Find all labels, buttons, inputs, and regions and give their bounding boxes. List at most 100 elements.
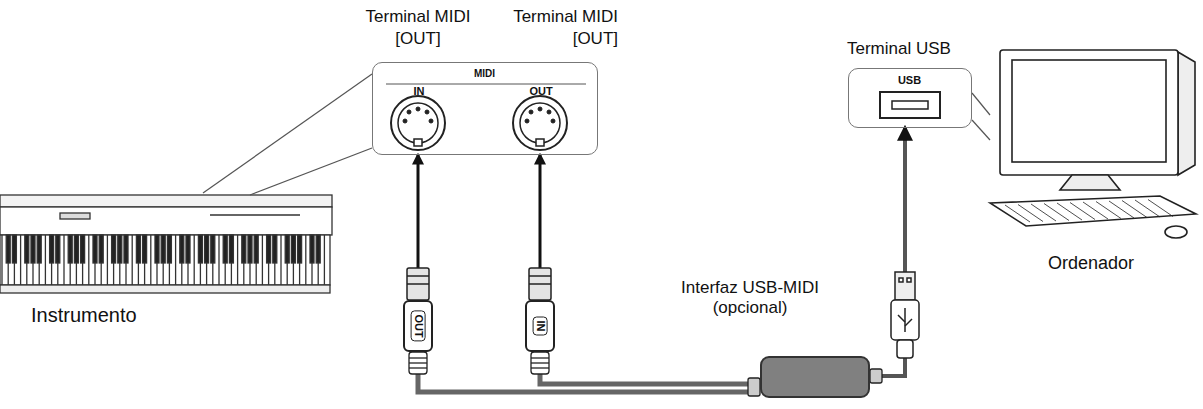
leader-line [972, 93, 990, 115]
black-key [161, 235, 165, 263]
keyboard-illustration [0, 195, 332, 293]
panel-title: MIDI [373, 68, 596, 80]
black-key [25, 235, 29, 263]
key-line [45, 235, 46, 285]
keyboard-key-line [1031, 204, 1056, 221]
keyboard-key-line [1070, 203, 1095, 220]
boot-rib [531, 357, 549, 358]
black-key [99, 235, 103, 263]
black-key [118, 235, 122, 263]
keyboard-key-line [1018, 205, 1043, 222]
key-line [262, 235, 263, 285]
black-key [81, 235, 85, 263]
leader-line [250, 148, 372, 195]
keyboard-key-line [1005, 205, 1030, 222]
key-line [88, 235, 89, 285]
instrument: Instrumento [3, 193, 333, 295]
black-key [180, 235, 184, 263]
boot-rib [409, 357, 427, 358]
keyboard-key-line [1122, 201, 1147, 218]
black-key [310, 235, 314, 263]
black-key [74, 235, 78, 263]
terminal-label: Terminal USB [847, 39, 1007, 59]
key-line [218, 235, 219, 285]
usb-port [880, 92, 940, 118]
key-line [280, 235, 281, 285]
key-line [194, 235, 195, 285]
keyboard-key-line [1083, 202, 1108, 219]
panel-rule [386, 84, 586, 85]
keyboard-key-line [1057, 203, 1082, 220]
leader-line [203, 74, 372, 193]
plug-boot [409, 352, 549, 374]
computer: Ordenador [990, 45, 1195, 235]
black-key [136, 235, 140, 263]
usb-midi-interface: Interfaz USB-MIDI (opcional) [760, 356, 870, 398]
black-key [167, 235, 171, 263]
key-line [63, 235, 64, 285]
plug-label: OUT [410, 310, 425, 341]
key-line [305, 235, 306, 285]
black-key [298, 235, 302, 263]
leader-line [972, 120, 990, 140]
key-line [150, 235, 151, 285]
black-key [267, 235, 271, 263]
port-label: USB [849, 74, 970, 87]
midi-plug-head [407, 268, 551, 300]
port-label: OUT [516, 85, 566, 98]
instrument-label: Instrumento [31, 303, 191, 327]
din-socket [391, 96, 445, 150]
computer-label: Ordenador [1048, 253, 1178, 275]
keyboard-key-line [1109, 201, 1134, 218]
din-socket [513, 96, 567, 150]
black-key [254, 235, 258, 263]
midi-plug: IN [525, 300, 555, 352]
key-line [107, 235, 108, 285]
black-key [93, 235, 97, 263]
black-key [223, 235, 227, 263]
usb-plug [891, 272, 919, 358]
black-key [12, 235, 16, 263]
key-line [175, 235, 176, 285]
black-key [273, 235, 277, 263]
midi-plug: OUT [403, 300, 433, 352]
port-label: IN [399, 85, 439, 98]
boot-rib [409, 362, 427, 363]
black-key [155, 235, 159, 263]
boot-rib [531, 367, 549, 368]
black-key [186, 235, 190, 263]
computer-illustration [990, 50, 1196, 238]
boot-rib [531, 362, 549, 363]
black-key [31, 235, 35, 263]
keyboard-key-line [1044, 204, 1069, 221]
plug-label: IN [532, 317, 547, 336]
black-key [205, 235, 209, 263]
key-line [132, 235, 133, 285]
keyboard-key-line [1148, 200, 1173, 217]
black-key [248, 235, 252, 263]
midi-panel: MIDI IN OUT [372, 62, 598, 155]
black-key [6, 235, 10, 263]
key-line [20, 235, 21, 285]
usb-terminal-callout: Terminal USBUSB [848, 68, 972, 128]
black-key [37, 235, 41, 263]
black-key [124, 235, 128, 263]
black-key [56, 235, 60, 263]
black-key [112, 235, 116, 263]
midi-cable [418, 352, 760, 392]
black-key [291, 235, 295, 263]
black-key [242, 235, 246, 263]
black-key [68, 235, 72, 263]
black-key [229, 235, 233, 263]
black-key [198, 235, 202, 263]
key-line [324, 235, 325, 285]
terminal-label: Terminal MIDI [OUT] [362, 6, 474, 50]
keyboard-key-line [1135, 200, 1160, 217]
black-key [316, 235, 320, 263]
black-key [285, 235, 289, 263]
black-key [50, 235, 54, 263]
boot-rib [409, 367, 427, 368]
